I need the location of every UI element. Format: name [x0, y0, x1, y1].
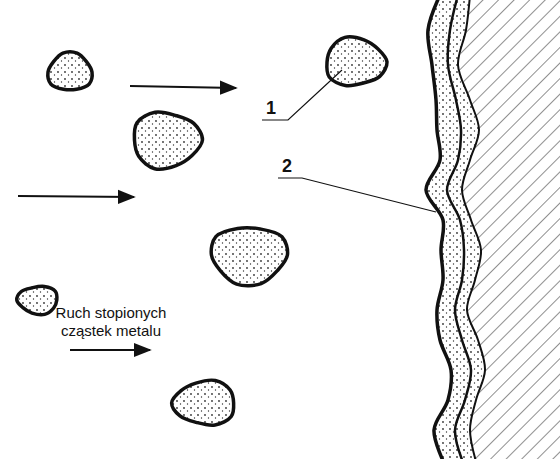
callout-number: 2	[282, 156, 292, 178]
molten-particles	[17, 37, 387, 425]
callout-number: 1	[266, 98, 276, 120]
motion-label: Ruch stopionych cząstek metalu	[46, 304, 176, 340]
leader-lines	[262, 70, 436, 212]
motion-arrows	[18, 86, 236, 350]
substrate	[426, 0, 560, 459]
